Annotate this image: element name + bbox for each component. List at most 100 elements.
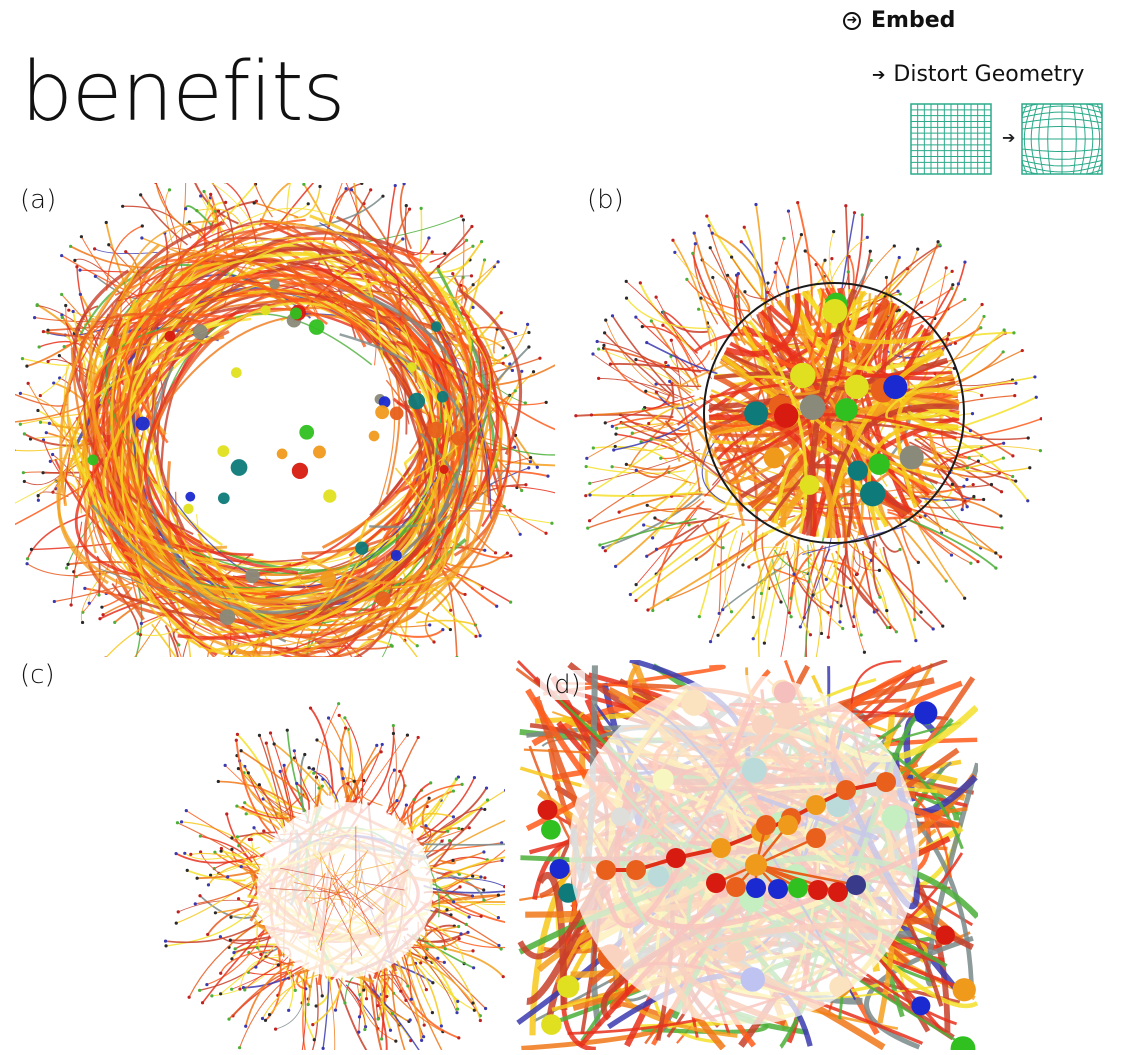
graph-node — [806, 828, 826, 848]
panel-c: (c) — [15, 660, 536, 1055]
graph-node — [952, 978, 976, 1002]
graph-node — [375, 405, 390, 420]
graph-a — [0, 152, 569, 723]
edge-layer — [0, 152, 569, 723]
graph-node — [773, 403, 799, 428]
graph-node — [408, 392, 426, 410]
graph-node — [439, 464, 449, 474]
graph-node — [260, 305, 271, 316]
graph-node — [230, 367, 242, 378]
panel-a: (a) — [0, 152, 569, 723]
idiom-category: ➜ Embed — [843, 8, 955, 33]
graph-node — [320, 571, 337, 588]
focus-lens — [257, 802, 433, 978]
graph-node — [746, 878, 766, 898]
graph-node — [436, 391, 449, 403]
graph-node — [323, 489, 337, 503]
lens-border — [703, 282, 965, 544]
graph-node — [217, 492, 230, 505]
graph-node — [230, 459, 248, 476]
graph-node — [217, 445, 230, 458]
graph-node — [745, 854, 767, 876]
node-layer — [87, 278, 467, 626]
graph-node — [744, 401, 769, 426]
graph-node — [355, 541, 369, 555]
graph-node — [378, 396, 391, 408]
circle-arrow-icon: ➜ — [843, 11, 861, 30]
graph-node — [596, 860, 616, 880]
graph-node — [768, 879, 788, 899]
graph-node — [756, 815, 776, 835]
graph-d — [516, 660, 978, 1050]
graph-node — [846, 875, 866, 895]
graph-node — [911, 996, 931, 1016]
graph-node — [778, 815, 798, 835]
graph-node — [626, 860, 646, 880]
panel-b: (b) — [572, 183, 1043, 671]
graph-node — [788, 878, 808, 898]
graph-node — [556, 975, 580, 998]
idiom-item-label: Distort Geometry — [893, 62, 1085, 87]
graph-node — [711, 838, 731, 858]
graph-node — [313, 445, 326, 459]
graph-node — [375, 591, 391, 607]
distort-geometry-icon: ➔ — [910, 103, 1103, 175]
graph-node — [451, 431, 467, 446]
graph-node — [427, 421, 445, 439]
arrow-right-icon: ➔ — [1002, 128, 1015, 147]
focus-tree — [269, 826, 409, 965]
graph-node — [135, 416, 150, 431]
graph-node — [368, 430, 380, 442]
graph-node — [537, 799, 558, 820]
graph-node — [950, 1036, 976, 1050]
graph-node — [847, 460, 868, 481]
slide-title: l benefits — [0, 45, 345, 140]
graph-node — [192, 324, 208, 340]
graph-node — [219, 609, 236, 626]
graph-node — [822, 298, 848, 324]
graph-node — [799, 394, 826, 420]
panel-label-a: (a) — [20, 185, 57, 215]
graph-node — [407, 362, 417, 372]
graph-node — [541, 1014, 562, 1035]
graph-node — [289, 307, 303, 320]
panel-label-c: (c) — [20, 660, 55, 690]
graph-node — [107, 335, 120, 348]
graph-node — [914, 701, 938, 725]
graph-node — [183, 503, 194, 514]
graph-node — [876, 772, 896, 792]
graph-node — [935, 925, 955, 945]
focus-subgraph — [596, 772, 896, 902]
idiom-item: ➔ Distort Geometry — [872, 62, 1084, 87]
graph-node — [276, 448, 288, 460]
idiom-category-label: Embed — [871, 8, 956, 33]
graph-node — [836, 780, 856, 800]
regular-grid-icon — [910, 103, 992, 175]
graph-node — [291, 462, 309, 479]
graph-node — [844, 374, 869, 399]
graph-node — [790, 362, 816, 389]
graph-node — [541, 819, 561, 840]
graph-node — [389, 406, 404, 421]
graph-node — [868, 453, 890, 475]
graph-b — [574, 201, 1043, 671]
arrow-icon: ➔ — [872, 65, 886, 84]
graph-node — [666, 848, 686, 868]
graph-node — [299, 424, 315, 440]
graph-node — [799, 475, 820, 495]
graph-node — [245, 568, 260, 584]
graph-node — [806, 795, 826, 815]
graph-node — [706, 873, 726, 893]
graph-node — [808, 880, 828, 900]
graph-node — [834, 398, 858, 422]
graph-node — [164, 330, 176, 342]
panel-label-b: (b) — [587, 185, 624, 215]
graph-node — [726, 877, 746, 897]
graph-node — [269, 278, 280, 290]
focus-lens — [707, 287, 960, 539]
graph-c — [163, 702, 536, 1055]
graph-node — [308, 319, 325, 335]
graph-node — [430, 321, 442, 332]
panel-label-d: (d) — [540, 670, 585, 700]
graph-node — [87, 454, 99, 466]
